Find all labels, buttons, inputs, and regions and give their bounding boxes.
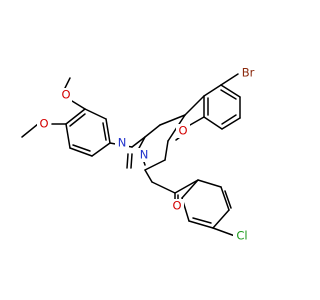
bond [144, 169, 153, 183]
bond [144, 159, 166, 171]
bond [130, 153, 133, 169]
bond [144, 124, 161, 138]
bond [65, 108, 86, 125]
bond [197, 179, 222, 188]
bond [203, 116, 223, 130]
bond [71, 100, 86, 110]
bond [65, 123, 71, 149]
bond [220, 73, 239, 86]
bond [91, 142, 111, 157]
bond [203, 84, 222, 97]
bond [159, 114, 186, 126]
bond [174, 179, 199, 194]
bond [181, 179, 199, 199]
ring-oxygen: O [178, 124, 187, 138]
bond [220, 84, 241, 98]
bond [184, 95, 205, 116]
bond [105, 118, 111, 144]
bond [221, 117, 241, 130]
methoxy-oxygen-bottom: O [39, 117, 48, 131]
bond [220, 186, 230, 211]
structure-canvas: Br O O O O N N Cl [21, 65, 257, 243]
bond [126, 153, 129, 169]
bromine-atom: Br [242, 66, 255, 80]
bond [212, 227, 236, 237]
imine-nitrogen: N [118, 136, 127, 150]
bond [188, 220, 214, 229]
methoxy-oxygen-top: O [61, 88, 70, 102]
bonds [21, 73, 241, 237]
bond [72, 144, 91, 152]
bond [137, 136, 146, 151]
molecule-diagram: Br O O O O N N Cl [21, 65, 257, 243]
bond [102, 122, 107, 141]
bond [221, 114, 237, 125]
bond [192, 217, 212, 224]
bond [69, 147, 93, 157]
bond [224, 190, 232, 209]
bond [189, 116, 205, 126]
bond [151, 181, 176, 194]
bond [69, 113, 86, 127]
carbonyl-oxygen: O [172, 199, 181, 213]
bond [212, 209, 230, 229]
bond [220, 89, 237, 100]
bond [164, 140, 169, 161]
bond [84, 108, 107, 120]
bond [21, 123, 39, 138]
atom-labels: Br O O O O N N Cl [37, 66, 257, 243]
ring-nitrogen: N [140, 148, 149, 162]
bond [131, 136, 146, 148]
chlorine-atom: Cl [236, 229, 247, 243]
